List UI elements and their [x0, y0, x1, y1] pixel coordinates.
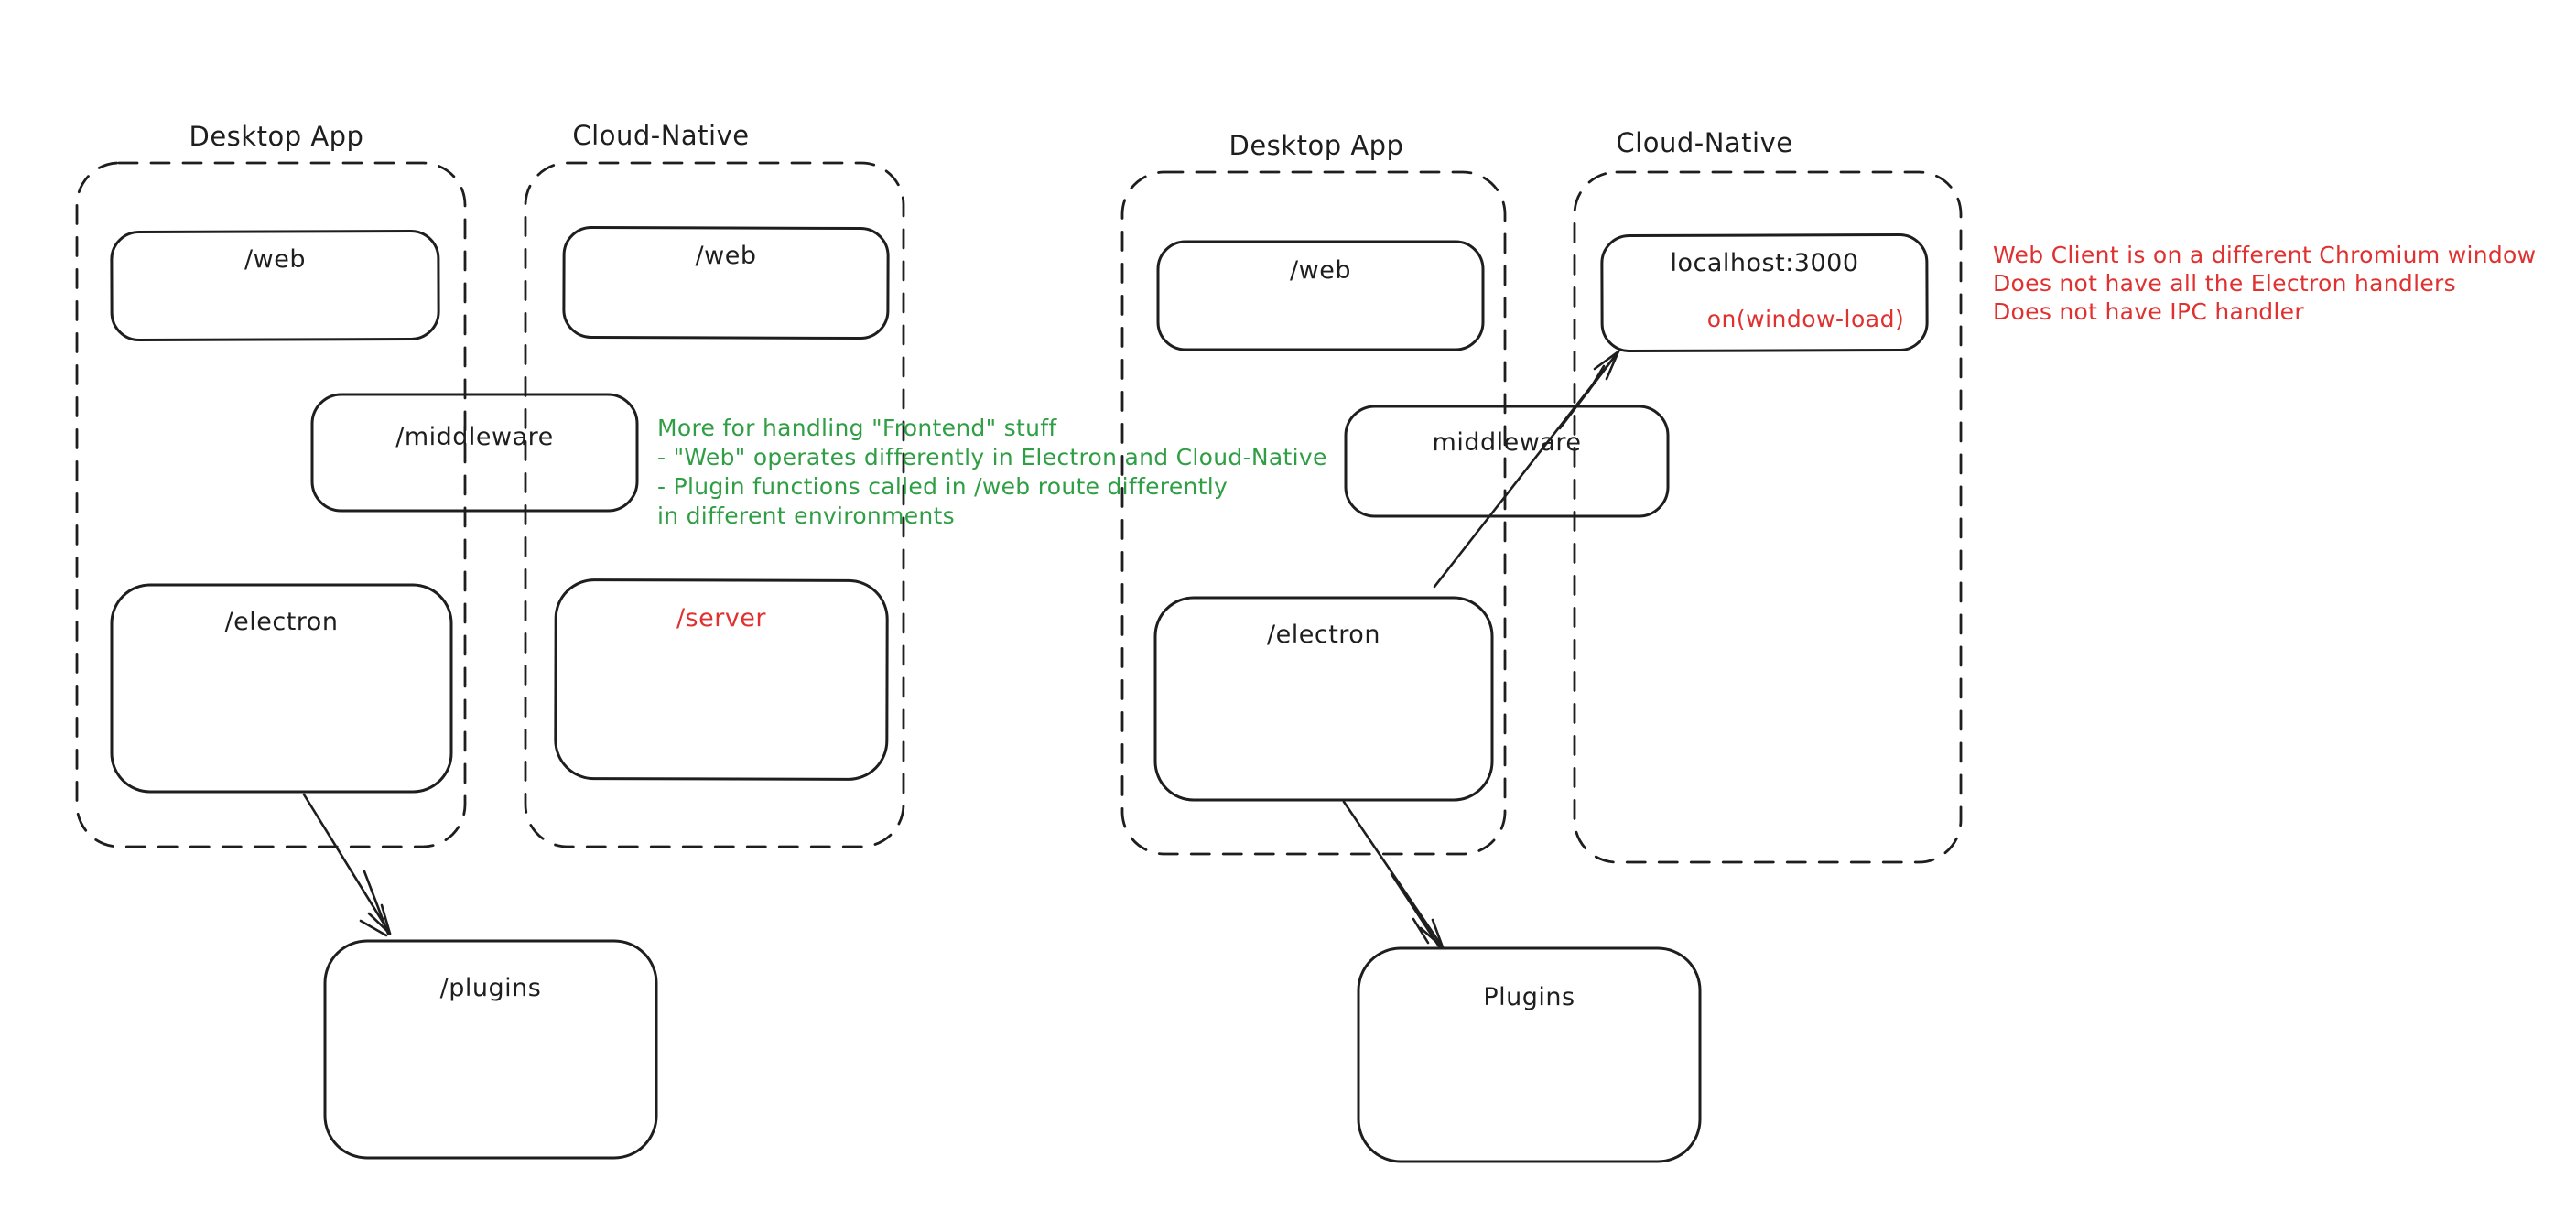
left-cloud-native-container — [524, 161, 905, 848]
arrow-left-electron-to-plugins — [302, 793, 392, 937]
arrow-right-electron-to-localhost — [1433, 350, 1620, 589]
right-cloud-native-label: Cloud-Native — [1616, 127, 1793, 158]
left-server-box — [554, 578, 889, 781]
right-electron-box — [1153, 596, 1494, 802]
red-note-line: Does not have IPC handler — [1993, 298, 2304, 325]
left-middleware-box — [310, 393, 639, 513]
right-web-box — [1156, 240, 1485, 351]
left-plugins-box — [323, 939, 658, 1160]
right-localhost-box — [1600, 232, 1929, 353]
red-note-line: Web Client is on a different Chromium wi… — [1993, 242, 2537, 268]
green-note-line: More for handling "Frontend" stuff — [657, 415, 1057, 441]
right-middleware-box-label: middleware — [1432, 428, 1582, 457]
right-localhost-box-label: localhost:3000 — [1670, 249, 1859, 277]
red-note: Web Client is on a different Chromium wi… — [1993, 241, 2536, 326]
left-server-box-label: /server — [676, 604, 767, 632]
left-web-cloud-box — [562, 225, 890, 340]
green-note-line: - Plugin functions called in /web route … — [657, 473, 1228, 500]
green-note: More for handling "Frontend" stuff - "We… — [657, 414, 1327, 531]
right-middleware-box — [1344, 405, 1670, 518]
green-note-line: in different environments — [657, 503, 955, 529]
right-web-box-label: /web — [1290, 256, 1351, 285]
green-note-line: - "Web" operates differently in Electron… — [657, 444, 1327, 470]
right-electron-box-label: /electron — [1267, 621, 1380, 649]
left-electron-box — [110, 583, 453, 794]
red-note-line: Does not have all the Electron handlers — [1993, 270, 2456, 297]
left-middleware-box-label: /middleware — [395, 423, 554, 451]
right-window-load-label: on(window-load) — [1706, 306, 1905, 332]
arrow-right-electron-to-plugins — [1342, 800, 1445, 949]
left-desktop-app-container — [75, 161, 467, 848]
left-electron-box-label: /electron — [224, 608, 339, 636]
right-plugins-box-label: Plugins — [1483, 983, 1575, 1011]
right-desktop-app-label: Desktop App — [1228, 130, 1404, 161]
left-desktop-app-label: Desktop App — [189, 121, 364, 152]
left-web-cloud-box-label: /web — [695, 242, 757, 270]
left-cloud-native-label: Cloud-Native — [572, 120, 750, 151]
left-web-desktop-box-label: /web — [244, 245, 306, 274]
left-plugins-box-label: /plugins — [439, 974, 542, 1002]
right-plugins-box — [1357, 946, 1702, 1163]
left-web-desktop-box — [110, 229, 440, 342]
